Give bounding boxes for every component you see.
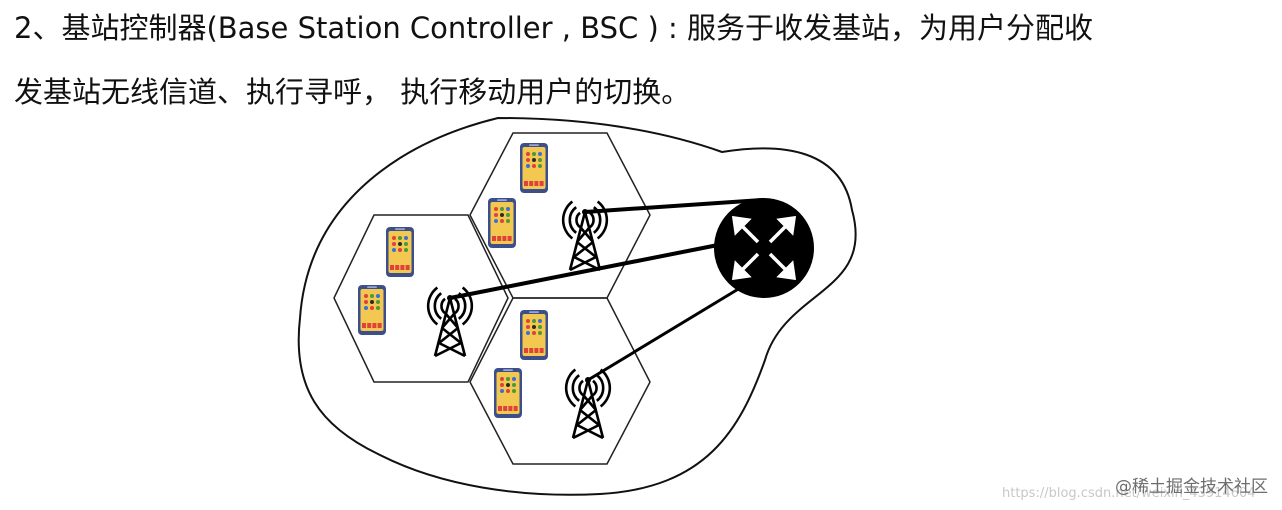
cell-hexagon-left [333,214,509,383]
cell-hexagon-bottom [469,297,651,465]
cell-tower-icon [564,368,612,440]
mobile-phone-icon [520,310,548,360]
cell-tower-icon [561,200,609,272]
mobile-phone-icon [358,285,386,335]
cell-tower-icon [426,286,474,358]
mobile-phone-icon [488,198,516,248]
link-bottom-tower [587,286,741,382]
coverage-area-outline [297,116,857,496]
mobile-phone-icon [494,368,522,418]
bsc-router-icon [714,198,814,298]
watermark-url: https://blog.csdn.net/weixin_43914604 [1002,486,1256,501]
mobile-phone-icon [386,227,414,277]
mobile-phone-icon [520,143,548,193]
watermark-text: @稀土掘金技术社区 [1115,477,1268,497]
link-top-tower [584,198,763,214]
link-left-tower [449,243,719,300]
description-line-1: 2、基站控制器(Base Station Controller , BSC ) … [14,11,1094,45]
description-line-2: 发基站无线信道、执行寻呼， 执行移动用户的切换。 [14,75,691,109]
